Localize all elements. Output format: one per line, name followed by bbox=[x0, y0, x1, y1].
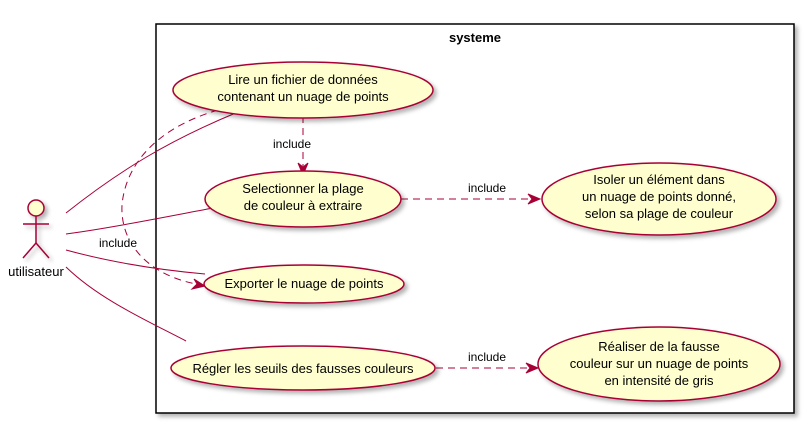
usecase-selectionner-line1: Selectionner la plage bbox=[242, 181, 363, 196]
dep-label-lire-selectionner: include bbox=[273, 137, 311, 151]
dep-label-selectionner-isoler: include bbox=[468, 181, 506, 195]
usecase-lire[interactable]: Lire un fichier de données contenant un … bbox=[172, 61, 434, 119]
usecase-isoler-line1: Isoler un élément dans bbox=[593, 172, 725, 187]
dep-regler-realiser: include bbox=[436, 350, 540, 374]
usecase-exporter[interactable]: Exporter le nuage de points bbox=[203, 264, 405, 304]
usecase-regler[interactable]: Régler les seuils des fausses couleurs bbox=[170, 345, 436, 391]
usecase-selectionner-line2: de couleur à extraire bbox=[244, 198, 363, 213]
arrowhead bbox=[297, 162, 309, 177]
actor-label: utilisateur bbox=[8, 264, 64, 279]
usecase-isoler-line2: un nuage de points donné, bbox=[582, 189, 736, 204]
dep-label-lire-exporter: include bbox=[99, 236, 137, 250]
usecase-realiser-line2: couleur sur un nuage de points bbox=[570, 356, 749, 371]
usecase-isoler[interactable]: Isoler un élément dans un nuage de point… bbox=[541, 162, 777, 236]
dep-lire-selectionner: include bbox=[270, 116, 314, 177]
usecase-isoler-line3: selon sa plage de couleur bbox=[585, 206, 734, 221]
usecase-regler-line1: Régler les seuils des fausses couleurs bbox=[192, 361, 414, 376]
actor-utilisateur[interactable] bbox=[22, 199, 50, 259]
usecase-lire-line1: Lire un fichier de données bbox=[228, 72, 378, 87]
arrowhead bbox=[527, 193, 542, 205]
usecase-exporter-line1: Exporter le nuage de points bbox=[225, 276, 384, 291]
assoc-regler bbox=[65, 266, 187, 342]
dep-selectionner-isoler: include bbox=[401, 181, 542, 205]
usecase-realiser-line1: Réaliser de la fausse bbox=[598, 339, 719, 354]
assoc-exporter bbox=[65, 249, 206, 275]
assoc-selectionner bbox=[65, 207, 214, 235]
usecase-realiser-line3: en intensité de gris bbox=[604, 373, 714, 388]
system-title: systeme bbox=[449, 30, 501, 45]
usecase-selectionner[interactable]: Selectionner la plage de couleur à extra… bbox=[204, 170, 402, 228]
actor-icon bbox=[22, 199, 50, 259]
assoc-lire bbox=[65, 111, 239, 214]
usecase-lire-line2: contenant un nuage de points bbox=[217, 89, 389, 104]
arrowhead bbox=[525, 362, 540, 374]
dep-lire-exporter: include bbox=[96, 109, 219, 290]
dep-label-regler-realiser: include bbox=[468, 350, 506, 364]
usecase-realiser[interactable]: Réaliser de la fausse couleur sur un nua… bbox=[537, 326, 781, 402]
arrowhead bbox=[190, 278, 207, 290]
